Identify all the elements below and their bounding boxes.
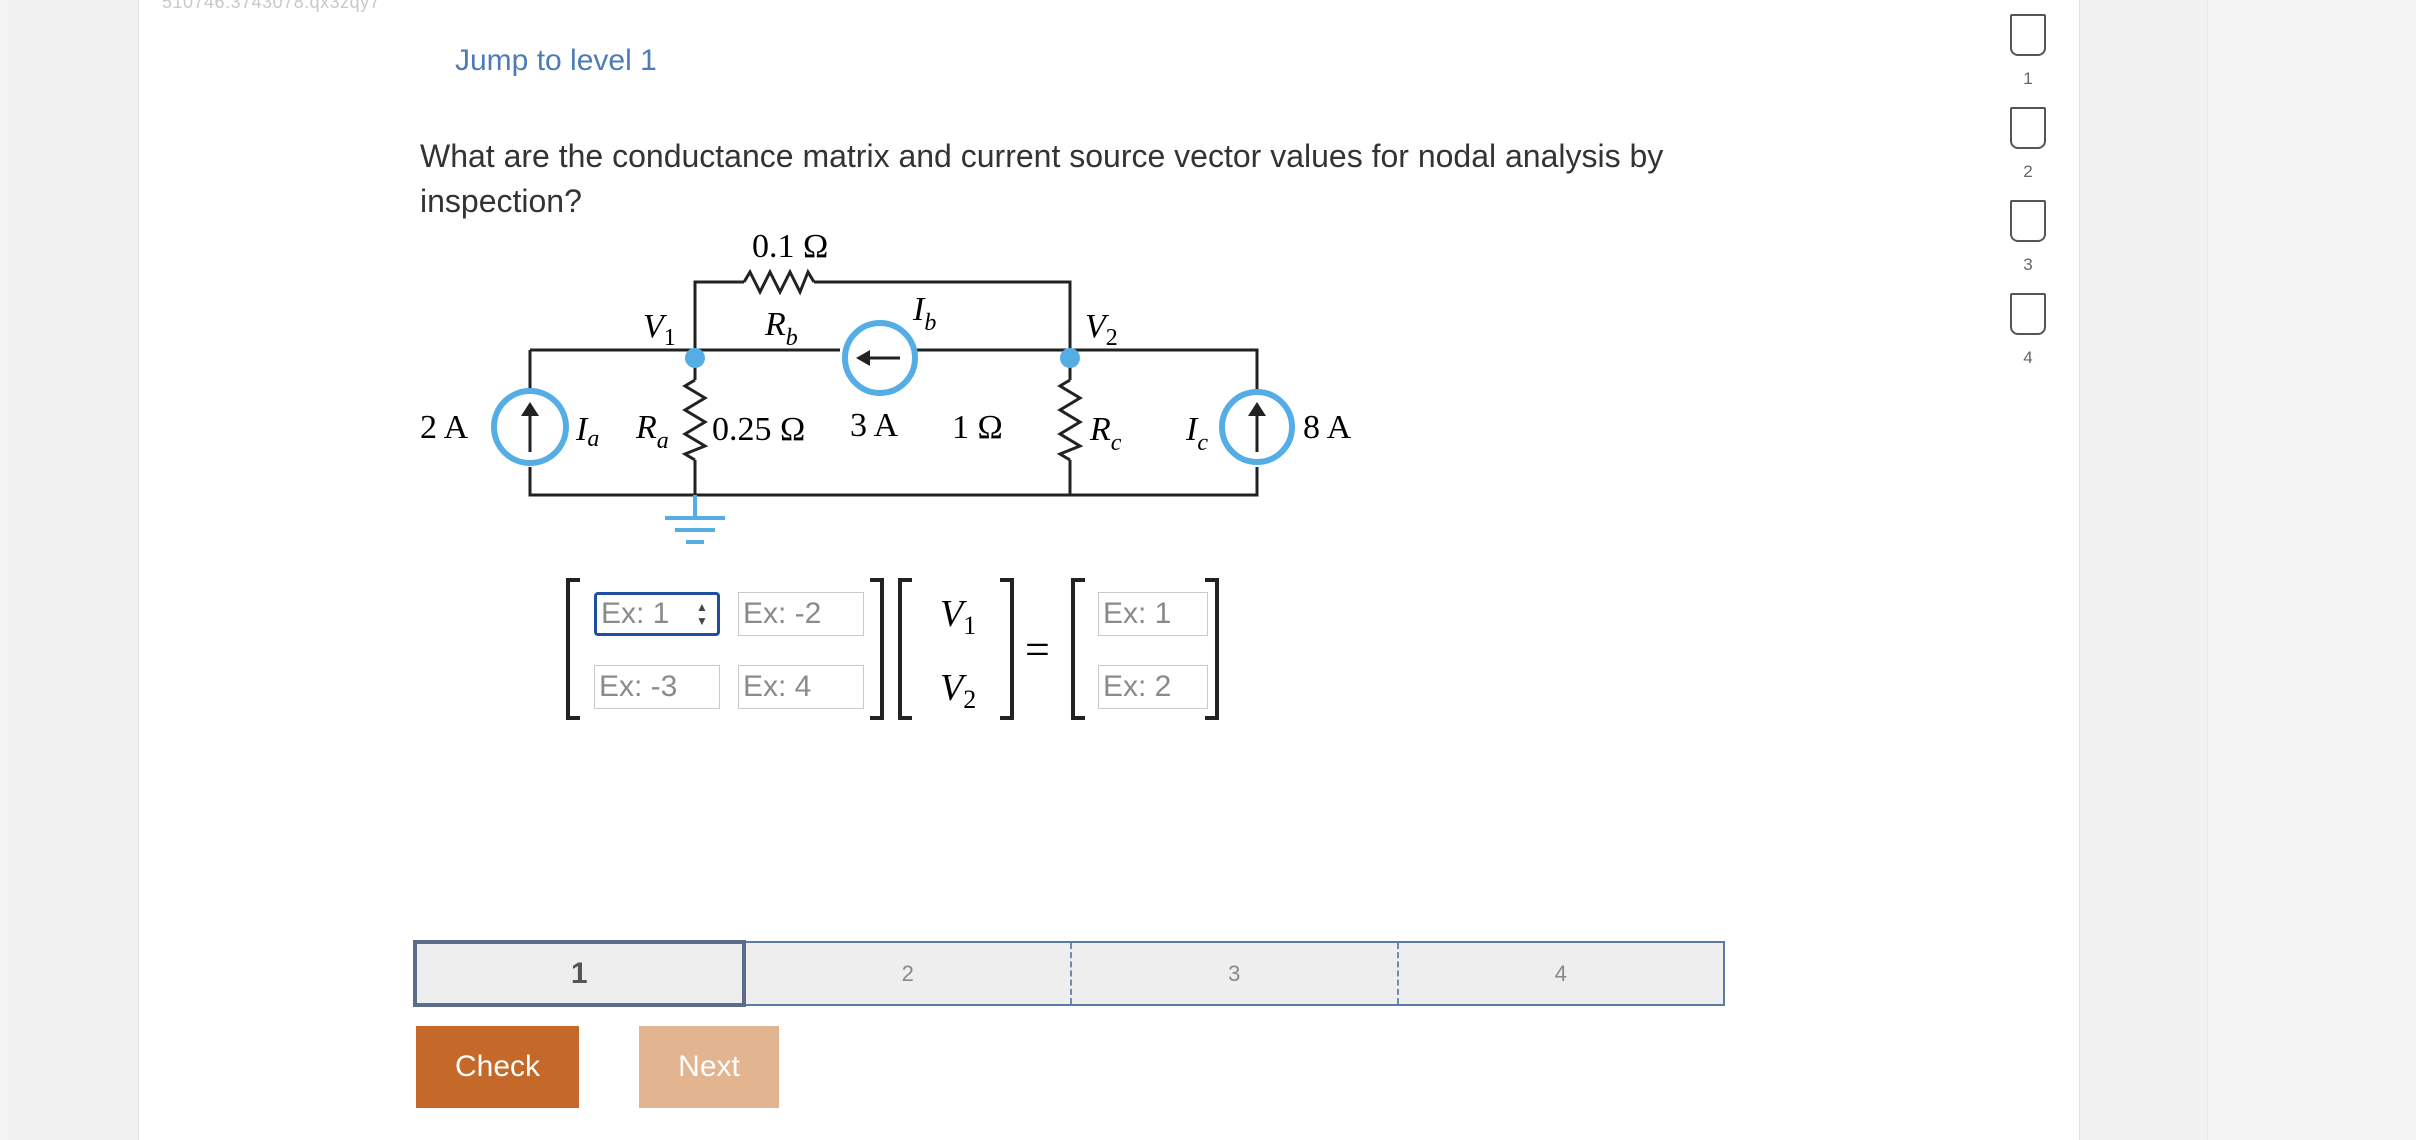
- activity-id: 510746.3743078.qx3zqy7: [162, 0, 381, 12]
- v1-label: V1: [643, 308, 676, 351]
- spin-down-icon[interactable]: ▼: [696, 614, 708, 628]
- ia-label: Ia: [575, 411, 599, 452]
- level-indicator-4: 4: [2010, 293, 2050, 386]
- level-progress-bar: 1 2 3 4: [413, 940, 1725, 1007]
- level-indicator-3: 3: [2010, 200, 2050, 293]
- rc-value: 1 Ω: [952, 409, 1003, 446]
- level-box-icon: [2010, 107, 2046, 149]
- source-b-value: 3 A: [850, 407, 899, 444]
- source-c-value: 8 A: [1303, 409, 1352, 446]
- level-indicator-number: 4: [2023, 348, 2033, 367]
- g21-input[interactable]: [594, 665, 720, 709]
- equals-sign: =: [1025, 625, 1050, 674]
- level-indicator-number: 2: [2023, 162, 2033, 181]
- i2-input[interactable]: [1098, 665, 1208, 709]
- next-button[interactable]: Next: [639, 1026, 779, 1108]
- matrix-brackets: V1 V2 =: [566, 578, 1219, 720]
- jump-to-level-link[interactable]: Jump to level 1: [455, 44, 657, 77]
- ib-label: Ib: [912, 291, 936, 336]
- g11-input[interactable]: [594, 592, 720, 636]
- node-v1: [685, 348, 705, 368]
- i1-input[interactable]: [1098, 592, 1208, 636]
- left-gutter: [0, 0, 8, 1140]
- g12-input[interactable]: [738, 592, 864, 636]
- spin-up-icon[interactable]: ▲: [696, 600, 708, 614]
- source-a-value: 2 A: [420, 409, 469, 446]
- level-indicator-list: 1 2 3 4: [2010, 14, 2050, 386]
- level-segment-2[interactable]: 2: [746, 943, 1072, 1004]
- current-source-c: [1219, 389, 1295, 465]
- matrix-equation: V1 V2 = ▲▼: [560, 570, 1240, 730]
- question-text: What are the conductance matrix and curr…: [420, 138, 1664, 219]
- node-v2: [1060, 348, 1080, 368]
- g22-input[interactable]: [738, 665, 864, 709]
- v2-label: V2: [1085, 308, 1118, 351]
- ground-symbol: [665, 495, 725, 544]
- right-panel: [2207, 0, 2416, 1140]
- current-source-a: [491, 388, 569, 466]
- ra-label: Ra: [635, 409, 669, 454]
- ic-label: Ic: [1185, 411, 1208, 456]
- level-segment-1[interactable]: 1: [413, 940, 746, 1007]
- level-box-icon: [2010, 293, 2046, 335]
- level-indicator-number: 3: [2023, 255, 2033, 274]
- level-indicator-2: 2: [2010, 107, 2050, 200]
- level-indicator-number: 1: [2023, 69, 2033, 88]
- rc-label: Rc: [1089, 411, 1122, 456]
- vector-v2: V2: [940, 667, 976, 714]
- level-box-icon: [2010, 200, 2046, 242]
- current-source-b: [842, 320, 918, 396]
- ra-value: 0.25 Ω: [712, 411, 805, 448]
- g11-spinner[interactable]: ▲▼: [692, 595, 712, 633]
- check-button[interactable]: Check: [416, 1026, 579, 1108]
- rb-label: Rb: [764, 306, 798, 351]
- vector-v1: V1: [940, 593, 976, 640]
- circuit-diagram: 0.1 Ω Rb Ib V1 V2 2 A Ia Ra 0.25 Ω 3 A 1…: [420, 228, 1352, 544]
- level-segment-4[interactable]: 4: [1554, 960, 1567, 986]
- level-segment-3[interactable]: 3: [1072, 943, 1399, 1004]
- rb-value: 0.1 Ω: [752, 228, 828, 265]
- level-box-icon: [2010, 14, 2046, 56]
- level-indicator-1: 1: [2010, 14, 2050, 107]
